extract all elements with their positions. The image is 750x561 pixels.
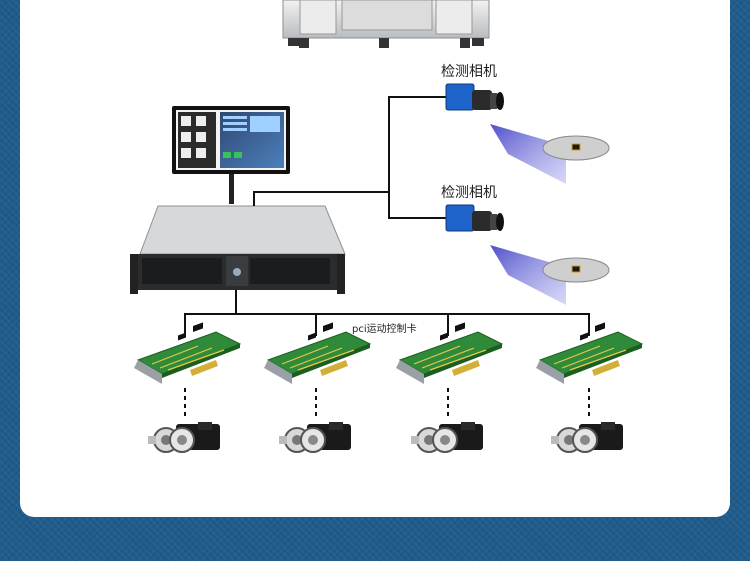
machine-base xyxy=(282,0,490,48)
industrial-pc xyxy=(130,205,346,294)
monitor xyxy=(172,106,290,204)
card-motor-links xyxy=(184,388,590,420)
servo-motor-3 xyxy=(410,421,484,453)
motion-card-label: pci运动控制卡 xyxy=(352,324,417,335)
sample-chip-bottom xyxy=(571,265,581,273)
camera-top xyxy=(445,83,567,185)
connection-lines xyxy=(184,96,590,336)
servo-motor-1 xyxy=(147,421,221,453)
motion-card-1 xyxy=(133,321,241,385)
camera-label-bottom: 检测相机 xyxy=(441,185,497,201)
servo-motor-4 xyxy=(550,421,624,453)
servo-motor-2 xyxy=(278,421,352,453)
sample-chip-top xyxy=(571,143,581,151)
camera-bottom xyxy=(445,204,567,306)
camera-label-top: 检测相机 xyxy=(441,64,497,80)
